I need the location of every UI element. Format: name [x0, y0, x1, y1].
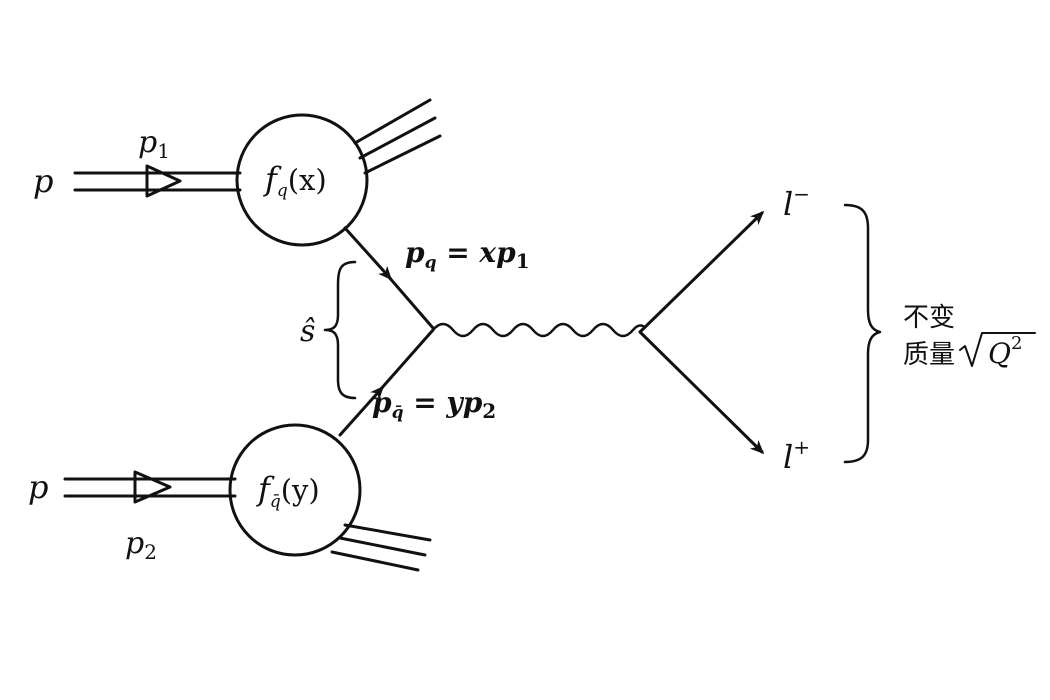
lepton-plus-label: l+: [783, 435, 810, 476]
invariant-label-line1: 不变: [903, 303, 955, 333]
quark-arrow: [343, 226, 393, 281]
proton-top-label: p: [33, 162, 53, 200]
spectator-bottom-lines: [330, 523, 432, 572]
quark-line: [386, 274, 435, 330]
lepton-plus-line: [638, 330, 765, 455]
proton-top-arrow-icon: [145, 164, 182, 198]
invariant-sqrt-arg: Q2: [988, 333, 1022, 370]
spectator-top-lines: [353, 98, 442, 175]
photon-wavy-line: [431, 322, 645, 338]
antiquark-arrow: [338, 385, 384, 437]
lepton-minus-label: l−: [783, 182, 810, 223]
antiquark-line: [378, 328, 435, 392]
invariant-mass-brace: [843, 203, 882, 464]
pdf-top-circle: [235, 113, 369, 247]
shat-label: ŝ: [300, 314, 315, 349]
proton-bottom-momentum-label: p2: [125, 526, 157, 564]
pdf-top-label: fq(x): [263, 160, 327, 201]
proton-top-beam: [73, 164, 242, 198]
proton-bottom-beam: [63, 470, 237, 504]
shat-brace: [323, 260, 357, 400]
quark-momentum-label: pq = xp1: [405, 236, 530, 273]
proton-bottom-label: p: [28, 468, 48, 506]
invariant-label-line2: 质量: [903, 340, 955, 370]
lepton-minus-line: [638, 210, 765, 334]
sqrt-icon: [959, 332, 1036, 367]
pdf-bottom-label: fq̄(y): [256, 470, 320, 512]
proton-bottom-arrow-icon: [133, 470, 172, 504]
proton-top-momentum-label: p1: [138, 125, 170, 163]
antiquark-momentum-label: pq̄ = yp2: [372, 386, 496, 423]
pdf-bottom-circle: [228, 423, 362, 557]
